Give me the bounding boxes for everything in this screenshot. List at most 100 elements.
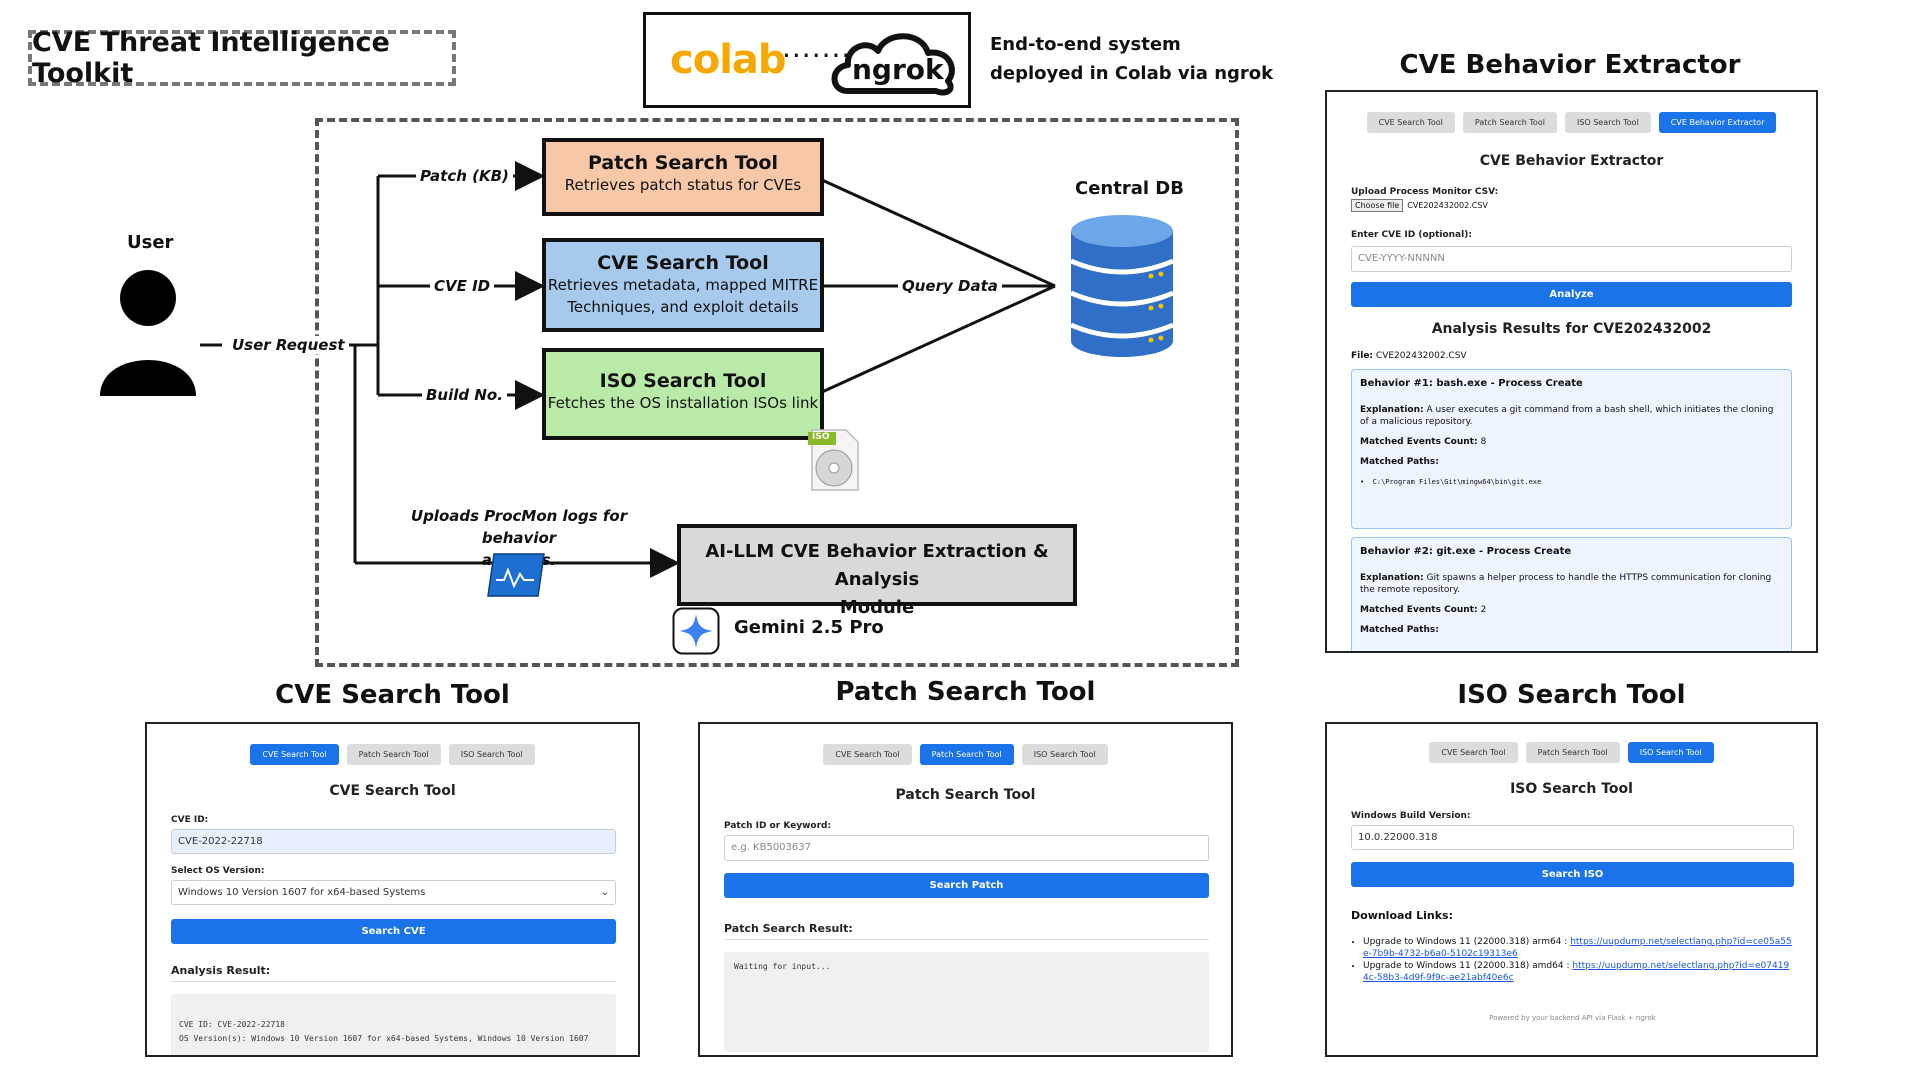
behavior-extractor-panel: CVE Search Tool Patch Search Tool ISO Se… <box>1325 90 1818 653</box>
user-label: User <box>127 232 174 253</box>
os-version-value: Windows 10 Version 1607 for x64-based Sy… <box>178 887 426 898</box>
download-links-list: Upgrade to Windows 11 (22000.318) arm64 … <box>1351 936 1794 984</box>
choose-file-button[interactable]: Choose file <box>1351 199 1404 212</box>
iso-tool-title: ISO Search Tool <box>599 370 767 392</box>
behavior-card: Behavior #2: git.exe - Process Create Ex… <box>1351 537 1792 651</box>
procmon-label-1: Uploads ProcMon logs for behavior <box>410 507 628 547</box>
iso-panel-heading: ISO Search Tool <box>1457 680 1686 710</box>
gemini-icon <box>672 607 720 655</box>
paths-label-2: Matched Paths: <box>1360 625 1439 635</box>
download-link-text-1: Upgrade to Windows 11 (22000.318) arm64 … <box>1363 937 1568 947</box>
iso-badge: ISO <box>812 432 830 442</box>
tab-iso-search[interactable]: ISO Search Tool <box>1021 744 1108 765</box>
deploy-caption-line2: deployed in Colab via ngrok <box>990 63 1274 84</box>
result-file-value: CVE202432002.CSV <box>1375 351 1467 361</box>
result-file-prefix: File: <box>1351 351 1374 361</box>
cve-search-tool-box: CVE Search Tool Retrieves metadata, mapp… <box>542 238 824 332</box>
explanation-text-1: A user executes a git command from a bas… <box>1360 405 1774 427</box>
central-db-label: Central DB <box>1075 178 1184 199</box>
gemini-label: Gemini 2.5 Pro <box>734 617 884 638</box>
chosen-file-name: CVE202432002.CSV <box>1407 201 1488 210</box>
explanation-label-1: Explanation: <box>1360 405 1424 415</box>
analyze-button[interactable]: Analyze <box>1351 282 1792 307</box>
behavior-title-2: Behavior #2: git.exe - Process Create <box>1360 546 1572 557</box>
patch-id-input[interactable]: e.g. KB5003637 <box>724 835 1209 861</box>
user-request-label: User Request <box>228 336 349 354</box>
cve-id-label: CVE ID: <box>171 815 209 825</box>
patch-tool-title: Patch Search Tool <box>588 152 778 174</box>
cve-tool-desc-2: Techniques, and exploit details <box>567 298 799 316</box>
list-item: Upgrade to Windows 11 (22000.318) arm64 … <box>1363 936 1794 960</box>
cve-panel-heading: CVE Search Tool <box>275 680 510 710</box>
os-version-label: Select OS Version: <box>171 866 265 876</box>
search-cve-button[interactable]: Search CVE <box>171 919 616 944</box>
search-iso-button[interactable]: Search ISO <box>1351 862 1794 887</box>
tab-behavior-extractor[interactable]: CVE Behavior Extractor <box>1658 112 1777 133</box>
explanation-text-2: Git spawns a helper process to handle th… <box>1360 573 1772 595</box>
iso-tool-desc: Fetches the OS installation ISOs link <box>547 394 819 412</box>
patch-result-text: Waiting for input... <box>734 962 831 971</box>
tab-cve-search[interactable]: CVE Search Tool <box>250 744 339 765</box>
patch-kb-label: Patch (KB) <box>416 167 513 185</box>
result-line-2: OS Version(s): Windows 10 Version 1607 f… <box>179 1034 589 1043</box>
patch-panel-heading: Patch Search Tool <box>835 677 1096 707</box>
user-icon <box>100 270 196 396</box>
tab-patch-search[interactable]: Patch Search Tool <box>1525 742 1620 763</box>
iso-footer: Powered by your backend API via Flask + … <box>1489 1014 1656 1022</box>
behavior-card: Behavior #1: bash.exe - Process Create E… <box>1351 369 1792 529</box>
toolkit-title: CVE Threat Intelligence Toolkit <box>28 27 456 89</box>
explanation-label-2: Explanation: <box>1360 573 1424 583</box>
behavior-tabbar: CVE Search Tool Patch Search Tool ISO Se… <box>1327 112 1816 133</box>
cve-id-optional-input[interactable]: CVE-YYYY-NNNNN <box>1351 246 1792 272</box>
deploy-caption: End-to-end system deployed in Colab via … <box>990 30 1273 88</box>
download-links-label: Download Links: <box>1351 909 1454 922</box>
behavior-panel-heading: CVE Behavior Extractor <box>1399 50 1741 80</box>
iso-tabbar: CVE Search Tool Patch Search Tool ISO Se… <box>1327 742 1816 763</box>
behavior-title: CVE Behavior Extractor <box>1479 153 1664 169</box>
tab-iso-search[interactable]: ISO Search Tool <box>1564 112 1651 133</box>
list-item: Upgrade to Windows 11 (22000.318) amd64 … <box>1363 960 1794 984</box>
build-version-input[interactable]: 10.0.22000.318 <box>1351 825 1794 850</box>
download-link-1[interactable]: https://uupdump.net/selectlang.php?id=ce… <box>1363 937 1792 959</box>
patch-result-box: Waiting for input... <box>724 952 1209 1052</box>
cve-search-panel: CVE Search Tool Patch Search Tool ISO Se… <box>145 722 640 1057</box>
tab-iso-search[interactable]: ISO Search Tool <box>448 744 535 765</box>
tab-patch-search[interactable]: Patch Search Tool <box>919 744 1014 765</box>
upload-label: Upload Process Monitor CSV: <box>1351 187 1499 197</box>
iso-file-icon <box>808 429 859 491</box>
analysis-result-label: Analysis Result: <box>171 964 616 982</box>
system-boundary <box>315 118 1239 667</box>
os-version-select[interactable]: Windows 10 Version 1607 for x64-based Sy… <box>171 880 616 905</box>
cve-tool-desc-1: Retrieves metadata, mapped MITRE <box>547 276 819 294</box>
patch-panel-title: Patch Search Tool <box>895 787 1036 803</box>
iso-search-panel: CVE Search Tool Patch Search Tool ISO Se… <box>1325 722 1818 1057</box>
download-link-2[interactable]: https://uupdump.net/selectlang.php?id=e0… <box>1363 961 1790 983</box>
tab-iso-search[interactable]: ISO Search Tool <box>1627 742 1714 763</box>
deploy-caption-line1: End-to-end system <box>990 34 1181 55</box>
cve-id-label: CVE ID <box>430 277 495 295</box>
build-no-label: Build No. <box>422 386 507 404</box>
ai-module-line2: Module <box>839 597 915 618</box>
database-icon <box>1070 215 1174 357</box>
tab-patch-search[interactable]: Patch Search Tool <box>1462 112 1557 133</box>
iso-panel-title: ISO Search Tool <box>1510 781 1633 797</box>
cve-id-input[interactable]: CVE-2022-22718 <box>171 829 616 854</box>
colab-logo: colab <box>670 37 787 83</box>
behavior-title-1: Behavior #1: bash.exe - Process Create <box>1360 378 1583 389</box>
tab-patch-search[interactable]: Patch Search Tool <box>346 744 441 765</box>
search-patch-button[interactable]: Search Patch <box>724 873 1209 898</box>
patch-id-label: Patch ID or Keyword: <box>724 821 832 831</box>
cve-tabbar: CVE Search Tool Patch Search Tool ISO Se… <box>147 744 638 765</box>
cloud-icon <box>831 33 955 96</box>
count-label-2: Matched Events Count: <box>1360 605 1478 615</box>
tab-cve-search[interactable]: CVE Search Tool <box>1429 742 1518 763</box>
iso-to-db <box>821 284 1056 394</box>
build-version-label: Windows Build Version: <box>1351 811 1471 821</box>
tab-cve-search[interactable]: CVE Search Tool <box>1366 112 1455 133</box>
analysis-result-box: CVE ID: CVE-2022-22718 OS Version(s): Wi… <box>171 994 616 1055</box>
cve-panel-title: CVE Search Tool <box>329 783 456 799</box>
iso-search-tool-box: ISO Search Tool Fetches the OS installat… <box>542 348 824 440</box>
tab-cve-search[interactable]: CVE Search Tool <box>823 744 912 765</box>
count-label-1: Matched Events Count: <box>1360 437 1478 447</box>
result-line-1: CVE ID: CVE-2022-22718 <box>179 1020 285 1029</box>
